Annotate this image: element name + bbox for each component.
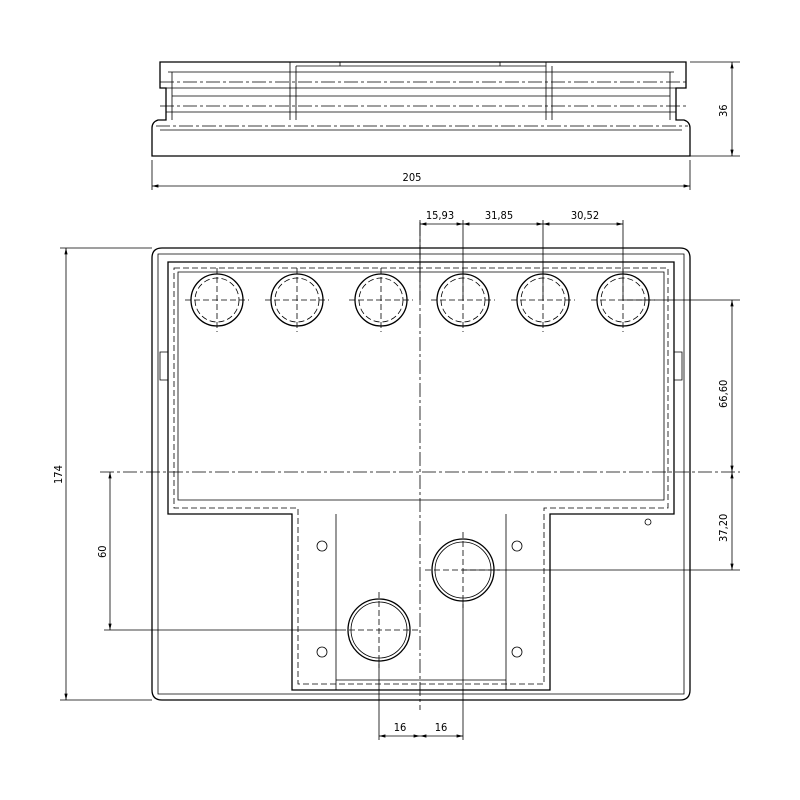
terminal-hole <box>185 268 249 332</box>
terminal-hole <box>349 268 413 332</box>
bottom-label-2: 16 <box>435 721 448 734</box>
plan-view <box>100 222 740 710</box>
dimension-height-plan: 174 <box>52 247 152 701</box>
spacing-label-1: 15,93 <box>426 209 454 222</box>
dimension-height-top: 36 <box>690 61 740 157</box>
spacing-label-3: 30,52 <box>571 209 599 222</box>
dimension-right: 66,60 37,20 <box>463 299 740 571</box>
right-label-2: 37,20 <box>717 514 730 542</box>
big-hole-left <box>340 592 418 668</box>
top-height-label: 36 <box>717 104 730 117</box>
dimension-width: 205 <box>151 160 691 190</box>
plan-height-label: 174 <box>52 465 65 484</box>
screw-holes <box>316 518 652 658</box>
right-label-1: 66,60 <box>717 380 730 408</box>
terminal-hole <box>265 268 329 332</box>
dimension-spacing: 15,93 31,85 30,52 <box>419 209 624 300</box>
width-label: 205 <box>403 171 422 184</box>
dimension-bottom: 16 16 <box>378 600 464 740</box>
side-view <box>151 61 691 157</box>
spacing-label-2: 31,85 <box>485 209 513 222</box>
left-label: 60 <box>96 545 109 558</box>
bottom-label-1: 16 <box>394 721 407 734</box>
dimension-left: 60 <box>96 472 340 631</box>
